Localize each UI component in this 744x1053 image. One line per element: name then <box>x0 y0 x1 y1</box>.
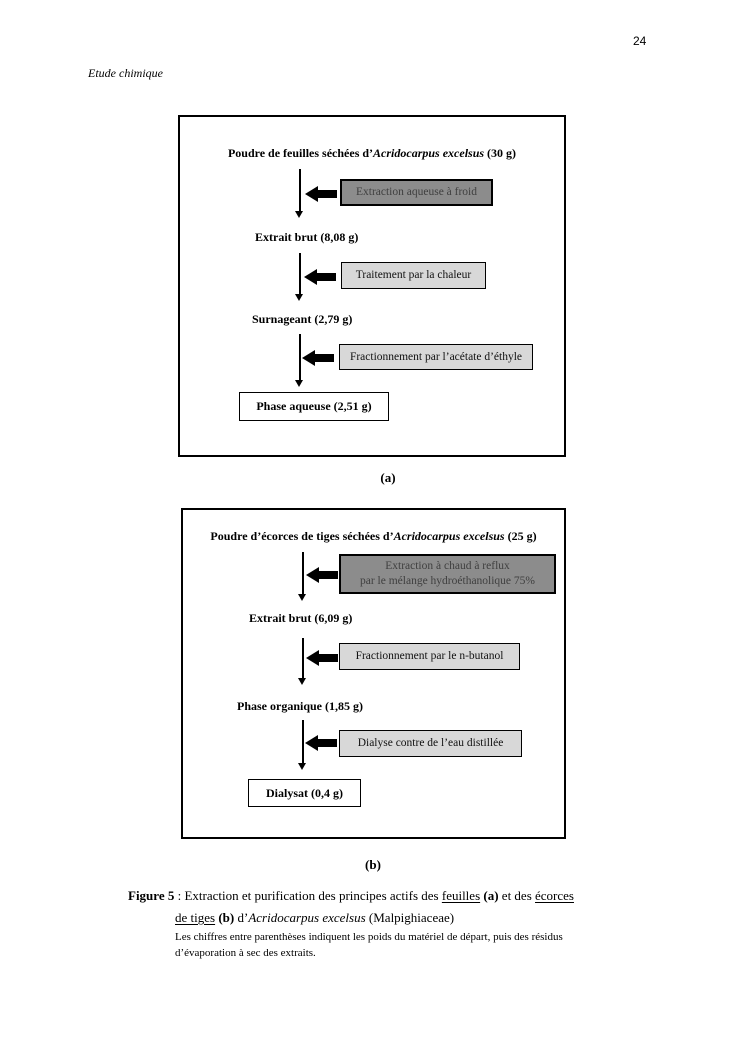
caption-text: (Malpighiaceae) <box>368 910 455 925</box>
left-block-arrow-icon <box>302 350 334 366</box>
process-step-extraction-reflux: Extraction à chaud à reflux par le mélan… <box>339 554 556 594</box>
flowchart-b-title: Poudre d’écorces de tiges séchées d’Acri… <box>183 529 564 544</box>
arrow-head <box>295 380 303 387</box>
title-text: Poudre de feuilles séchées d’ <box>227 146 374 160</box>
arrow-head <box>295 211 303 218</box>
caption-underlined-ecorces: écorces <box>535 888 574 903</box>
process-step-dialyse: Dialyse contre de l’eau distillée <box>339 730 522 757</box>
caption-bold-a: (a) <box>483 888 499 903</box>
arrow-head <box>295 294 303 301</box>
caption-text: et des <box>501 888 532 903</box>
process-line-2: par le mélange hydroéthanolique 75% <box>360 575 535 587</box>
node-extrait-brut: Extrait brut (6,09 g) <box>249 611 353 625</box>
arrow-body <box>314 354 334 362</box>
down-arrow-icon <box>294 169 305 218</box>
running-header: Etude chimique <box>88 66 163 80</box>
arrow-head <box>304 269 317 285</box>
left-block-arrow-icon <box>305 735 337 751</box>
title-weight: (25 g) <box>507 529 537 543</box>
left-block-arrow-icon <box>305 186 337 202</box>
node-extrait-brut: Extrait brut (8,08 g) <box>255 230 359 244</box>
down-arrow-icon <box>297 720 308 770</box>
caption-underlined-feuilles: feuilles <box>441 888 481 903</box>
arrow-head <box>298 763 306 770</box>
caption-note-line-2: d’évaporation à sec des extraits. <box>175 947 316 959</box>
arrow-head <box>305 186 318 202</box>
process-step-fractionnement: Fractionnement par le n-butanol <box>339 643 520 670</box>
arrow-body <box>317 739 337 747</box>
arrow-head <box>298 594 306 601</box>
title-weight: (30 g) <box>487 146 517 160</box>
arrow-head <box>298 678 306 685</box>
process-step-fractionnement: Fractionnement par l’acétate d’éthyle <box>339 344 533 370</box>
process-step-traitement: Traitement par la chaleur <box>341 262 486 289</box>
arrow-head <box>302 350 315 366</box>
arrow-body <box>316 273 336 281</box>
figure-caption-line-2: de tiges (b) d’Acridocarpus excelsus (Ma… <box>175 910 454 926</box>
figure-caption-line-1: Figure 5 : Extraction et purification de… <box>128 888 574 904</box>
arrow-line <box>302 720 304 764</box>
down-arrow-icon <box>294 253 305 301</box>
arrow-line <box>302 552 304 595</box>
species-name: Acridocarpus excelsus <box>373 146 485 160</box>
flowchart-b-frame: Poudre d’écorces de tiges séchées d’Acri… <box>181 508 566 839</box>
arrow-head <box>306 650 319 666</box>
left-block-arrow-icon <box>306 567 338 583</box>
result-box-phase-aqueuse: Phase aqueuse (2,51 g) <box>239 392 389 421</box>
caption-colon: : <box>177 888 182 903</box>
arrow-body <box>317 190 337 198</box>
caption-text: d’ <box>237 910 249 925</box>
arrow-body <box>318 654 338 662</box>
species-name: Acridocarpus excelsus <box>393 529 505 543</box>
species-name: Acridocarpus excelsus <box>248 910 366 925</box>
caption-bold-b: (b) <box>218 910 235 925</box>
caption-text: Extraction et purification des principes… <box>184 888 439 903</box>
caption-note-line-1: Les chiffres entre parenthèses indiquent… <box>175 931 563 943</box>
arrow-line <box>302 638 304 679</box>
arrow-line <box>299 169 301 212</box>
figure-number: Figure 5 <box>128 888 175 903</box>
left-block-arrow-icon <box>304 269 336 285</box>
down-arrow-icon <box>297 552 308 601</box>
flowchart-a-frame: Poudre de feuilles séchées d’Acridocarpu… <box>178 115 566 457</box>
flowchart-a-title: Poudre de feuilles séchées d’Acridocarpu… <box>180 146 564 161</box>
arrow-head <box>306 567 319 583</box>
arrow-line <box>299 253 301 295</box>
process-step-extraction: Extraction aqueuse à froid <box>340 179 493 206</box>
caption-underlined-de-tiges: de tiges <box>175 910 216 925</box>
left-block-arrow-icon <box>306 650 338 666</box>
node-surnageant: Surnageant (2,79 g) <box>252 312 353 326</box>
arrow-head <box>305 735 318 751</box>
title-text: Poudre d’écorces de tiges séchées d’ <box>210 529 394 543</box>
node-phase-organique: Phase organique (1,85 g) <box>237 699 363 713</box>
label-b: (b) <box>365 857 381 872</box>
process-line-1: Extraction à chaud à reflux <box>385 560 510 573</box>
label-a: (a) <box>380 470 396 485</box>
result-box-dialysat: Dialysat (0,4 g) <box>248 779 361 807</box>
arrow-line <box>299 334 301 381</box>
arrow-body <box>318 571 338 579</box>
down-arrow-icon <box>294 334 305 387</box>
page-number: 24 <box>633 34 647 48</box>
down-arrow-icon <box>297 638 308 685</box>
